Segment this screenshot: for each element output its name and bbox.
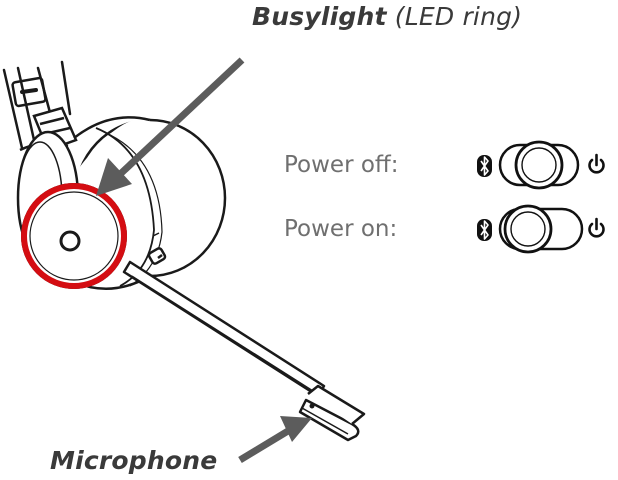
microphone-boom [122, 260, 366, 442]
power-icon [588, 153, 605, 174]
bluetooth-icon [477, 155, 492, 177]
busylight-arrow-icon [96, 57, 245, 196]
microphone-callout: Microphone [50, 446, 218, 475]
power-switch-off [477, 140, 605, 190]
power-on-label: Power on: [284, 216, 398, 242]
headset-center-button [59, 230, 81, 252]
bluetooth-icon [477, 219, 492, 241]
power-icon [588, 217, 605, 238]
busylight-title: Busylight [252, 2, 387, 31]
busylight-detail: (LED ring) [394, 2, 523, 31]
headband [2, 60, 72, 150]
busylight-callout: Busylight (LED ring) [252, 2, 522, 31]
power-switch-on [477, 204, 605, 254]
power-off-label: Power off: [284, 152, 399, 178]
microphone-arrow-icon [238, 416, 312, 463]
